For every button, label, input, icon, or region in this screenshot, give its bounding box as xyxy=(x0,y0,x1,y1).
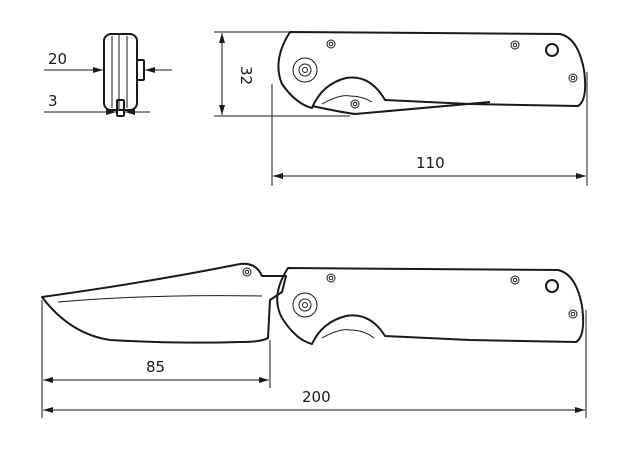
dim-length-open: 200 xyxy=(302,388,331,406)
open-knife-view: 85 200 xyxy=(41,262,587,418)
dim-thickness-blade: 3 xyxy=(48,92,58,110)
edge-view: 20 3 xyxy=(44,33,172,117)
dim-blade-length: 85 xyxy=(146,358,165,376)
dim-height-closed: 32 xyxy=(237,66,255,85)
closed-knife-view: 32 110 xyxy=(214,31,588,186)
dim-length-closed: 110 xyxy=(416,154,445,172)
dim-thickness-overall: 20 xyxy=(48,50,67,68)
